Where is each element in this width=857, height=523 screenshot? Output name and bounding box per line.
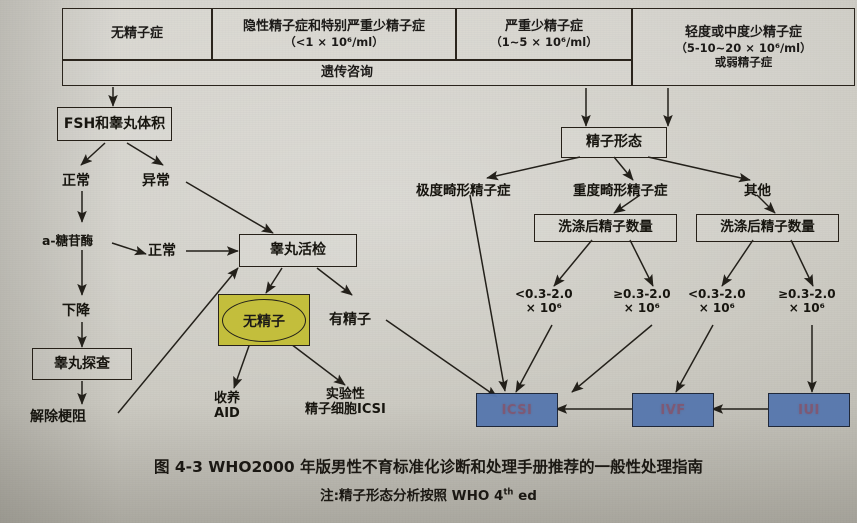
threshold-label-4: ≥0.3-2.0 × 10⁶ xyxy=(778,287,836,316)
fsh-testicular-volume-box: FSH和睾丸体积 xyxy=(57,107,172,141)
header-cell-sub: （5-10~20 × 10⁶/ml） xyxy=(675,40,812,55)
header-cell-severe-oligo: 严重少精子症 （1~5 × 10⁶/ml） xyxy=(456,8,632,60)
testicular-exploration-label: 睾丸探查 xyxy=(54,355,110,372)
threshold-label-3: <0.3-2.0 × 10⁶ xyxy=(688,287,746,316)
label-other: 其他 xyxy=(744,179,771,199)
label-sperm-present: 有精子 xyxy=(329,309,371,329)
label-normal-glucosidase: 正常 xyxy=(148,240,176,260)
outcome-ivf-label: IVF xyxy=(660,402,686,418)
outcome-icsi-label: ICSI xyxy=(501,402,533,418)
header-cell-genetic-counselling: 遗传咨询 xyxy=(62,60,632,86)
threshold-label-2: ≥0.3-2.0 × 10⁶ xyxy=(613,287,671,316)
label-decreased-text: 下降 xyxy=(62,303,90,319)
header-cell-mild-moderate-oligo: 轻度或中度少精子症 （5-10~20 × 10⁶/ml） 或弱精子症 xyxy=(632,8,855,86)
label-severe-teratozoospermia-text: 重度畸形精子症 xyxy=(573,183,668,199)
adoption-line2: AID xyxy=(214,405,240,421)
fsh-box-label: FSH和睾丸体积 xyxy=(63,115,166,132)
testicular-biopsy-label: 睾丸活检 xyxy=(270,242,326,259)
testicular-biopsy-box: 睾丸活检 xyxy=(239,234,357,267)
threshold-2-line2: × 10⁶ xyxy=(623,300,660,315)
washed-sperm-count-label-2: 洗涤后精子数量 xyxy=(720,219,815,236)
header-cell-sub: （<1 × 10⁶/ml） xyxy=(284,34,384,49)
label-abnormal-fsh-text: 异常 xyxy=(142,173,170,189)
header-cell-cryptozoospermia: 隐性精子症和特别严重少精子症 （<1 × 10⁶/ml） xyxy=(212,8,456,60)
label-alpha-glucosidase: a-糖苷酶 xyxy=(42,230,93,249)
label-extreme-teratozoospermia-text: 极度畸形精子症 xyxy=(416,183,511,199)
header-cell-title: 隐性精子症和特别严重少精子症 xyxy=(242,19,425,35)
outcome-iui-label: IUI xyxy=(798,402,820,418)
threshold-3-line1: <0.3-2.0 xyxy=(688,287,746,301)
azoospermia-oval-label: 无精子 xyxy=(243,313,285,330)
label-normal-fsh: 正常 xyxy=(62,170,90,190)
sperm-morphology-label: 精子形态 xyxy=(586,134,642,151)
threshold-1-line2: × 10⁶ xyxy=(525,300,562,315)
caption-note-suffix: ed xyxy=(513,488,537,504)
threshold-label-1: <0.3-2.0 × 10⁶ xyxy=(515,287,573,316)
outcome-box-ivf: IVF xyxy=(632,393,714,427)
threshold-3-line2: × 10⁶ xyxy=(698,300,735,315)
label-decreased: 下降 xyxy=(62,300,90,320)
label-relieve-obstruction-text: 解除梗阻 xyxy=(30,409,86,425)
experimental-line1: 实验性 xyxy=(325,387,365,402)
label-sperm-present-text: 有精子 xyxy=(329,312,371,328)
azoospermia-oval: 无精子 xyxy=(222,299,306,342)
header-cell-title: 轻度或中度少精子症 xyxy=(684,25,802,41)
label-adoption-aid: 收养 AID xyxy=(214,391,241,422)
header-cell-title: 严重少精子症 xyxy=(504,19,583,35)
header-cell-sub2: 或弱精子症 xyxy=(714,54,773,69)
experimental-line2: 精子细胞ICSI xyxy=(305,401,386,417)
figure-caption-main: 图 4-3 WHO2000 年版男性不育标准化诊断和处理手册推荐的一般性处理指南 xyxy=(153,458,704,476)
label-normal-fsh-text: 正常 xyxy=(62,173,90,189)
testicular-exploration-box: 睾丸探查 xyxy=(32,348,132,380)
figure-caption: 图 4-3 WHO2000 年版男性不育标准化诊断和处理手册推荐的一般性处理指南… xyxy=(0,455,857,504)
label-abnormal-fsh: 异常 xyxy=(142,170,170,190)
threshold-4-line2: × 10⁶ xyxy=(788,300,825,315)
adoption-line1: 收养 xyxy=(214,391,241,406)
threshold-4-line1: ≥0.3-2.0 xyxy=(778,287,836,301)
caption-note-superscript: th xyxy=(503,486,514,497)
header-cell-title: 无精子症 xyxy=(110,26,163,42)
top-classification-table: 无精子症 隐性精子症和特别严重少精子症 （<1 × 10⁶/ml） 严重少精子症… xyxy=(62,8,855,86)
genetic-counselling-label: 遗传咨询 xyxy=(320,65,373,81)
label-other-text: 其他 xyxy=(744,183,771,199)
label-normal-glucosidase-text: 正常 xyxy=(148,243,176,259)
label-severe-teratozoospermia: 重度畸形精子症 xyxy=(573,179,668,199)
header-cell-sub: （1~5 × 10⁶/ml） xyxy=(490,34,598,49)
label-extreme-teratozoospermia: 极度畸形精子症 xyxy=(416,179,511,199)
label-relieve-obstruction: 解除梗阻 xyxy=(30,406,86,426)
washed-sperm-count-box-1: 洗涤后精子数量 xyxy=(534,214,677,242)
threshold-1-line1: <0.3-2.0 xyxy=(515,287,573,301)
outcome-box-iui: IUI xyxy=(768,393,850,427)
washed-sperm-count-box-2: 洗涤后精子数量 xyxy=(696,214,839,242)
figure-caption-note: 注:精子形态分析按照 WHO 4th ed xyxy=(0,484,857,505)
outcome-box-icsi: ICSI xyxy=(476,393,558,427)
threshold-2-line1: ≥0.3-2.0 xyxy=(613,287,671,301)
caption-note-prefix: 注:精子形态分析按照 WHO 4 xyxy=(320,488,504,504)
label-experimental-icsi: 实验性 精子细胞ICSI xyxy=(305,387,386,418)
washed-sperm-count-label-1: 洗涤后精子数量 xyxy=(558,219,653,236)
header-cell-azoospermia: 无精子症 xyxy=(62,8,212,60)
sperm-morphology-box: 精子形态 xyxy=(561,127,667,158)
label-alpha-glucosidase-text: a-糖苷酶 xyxy=(42,233,94,248)
